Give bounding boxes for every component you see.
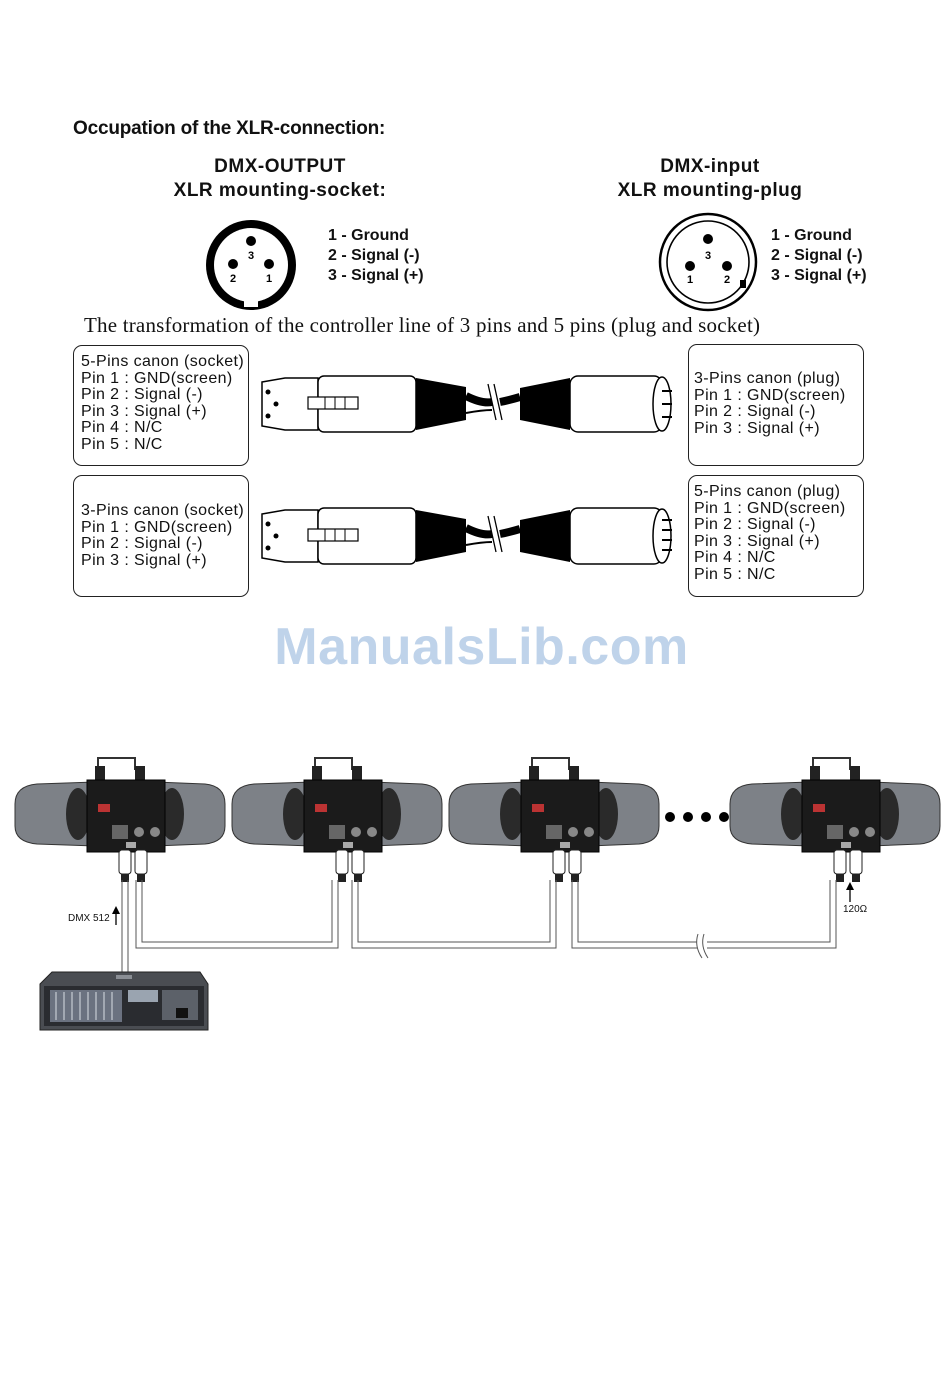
adapter-1-left-text: 5-Pins canon (socket) Pin 1 : GND(screen… [74,346,248,454]
adapter-2-left-line-3: Pin 3 : Signal (+) [81,551,207,569]
adapter-1-left-line-1: Pin 1 : GND(screen) [81,369,233,387]
socket-pin-3-label: 3 [248,250,254,262]
terminator-arrow-icon [846,882,854,902]
adapter-1-right-line-2: Pin 2 : Signal (-) [694,403,816,421]
adapter-1-left-box: 5-Pins canon (socket) Pin 1 : GND(screen… [73,345,249,466]
adapter-2-left-line-1: Pin 1 : GND(screen) [81,518,233,536]
adapter-2-right-line-5: Pin 5 : N/C [694,565,776,583]
adapter-2-right-line-4: Pin 4 : N/C [694,549,776,567]
continuation-dots-icon [665,812,729,822]
adapter-1-left-title: 5-Pins canon (socket) [81,353,245,370]
dmx-controller-icon [39,971,209,1031]
adapter-1-left-line-2: Pin 2 : Signal (-) [81,386,203,404]
adapter-2-right-line-1: Pin 1 : GND(screen) [694,499,846,517]
adapter-2-right-line-2: Pin 2 : Signal (-) [694,516,816,534]
dmx-output-title: DMX-OUTPUT XLR mounting-socket: [150,155,410,203]
output-pin-list: 1 - Ground 2 - Signal (-) 3 - Signal (+) [328,226,424,286]
dmx-output-title-line1: DMX-OUTPUT [214,156,346,177]
adapter-2-right-line-3: Pin 3 : Signal (+) [694,532,820,550]
watermark: ManualsLib.com [274,618,689,676]
adapter-2-right-title: 5-Pins canon (plug) [694,483,841,500]
adapter-1-left-line-4: Pin 4 : N/C [81,419,163,437]
light-fixture-icon [14,757,226,882]
input-pin-3: 3 - Signal (+) [771,267,867,284]
dmx-arrow-icon [112,906,120,925]
socket-pin-1-label: 1 [266,273,272,285]
adapter-1-left-line-3: Pin 3 : Signal (+) [81,402,207,420]
plug-pin-2-label: 2 [724,274,730,286]
light-fixture-icon [231,757,443,882]
input-pin-2: 2 - Signal (-) [771,247,863,264]
adapter-2-left-text: 3-Pins canon (socket) Pin 1 : GND(screen… [74,476,248,569]
input-pin-1: 1 - Ground [771,227,852,244]
dmx-input-title-line2: XLR mounting-plug [617,180,803,201]
xlr-socket-icon: 3 2 1 [206,220,296,310]
adapter-1-right-title: 3-Pins canon (plug) [694,370,841,387]
adapter-1-right-box: 3-Pins canon (plug) Pin 1 : GND(screen) … [688,344,864,466]
input-pin-list: 1 - Ground 2 - Signal (-) 3 - Signal (+) [771,226,867,286]
output-pin-1: 1 - Ground [328,227,409,244]
xlr-plug-icon: 3 1 2 [658,212,758,312]
adapter-cable-2-icon [261,507,672,565]
fixture-chain [14,757,941,882]
adapter-2-left-line-2: Pin 2 : Signal (-) [81,535,203,553]
dmx-input-title: DMX-input XLR mounting-plug [580,155,840,203]
cable-break-icon [696,933,709,959]
plug-pin-3-label: 3 [705,250,711,262]
light-fixture-icon [729,757,941,882]
transformation-title: The transformation of the controller lin… [84,313,761,337]
adapter-2-left-title: 3-Pins canon (socket) [81,502,245,519]
output-pin-2: 2 - Signal (-) [328,247,420,264]
plug-pin-1-label: 1 [687,274,693,286]
adapter-1-right-line-3: Pin 3 : Signal (+) [694,419,820,437]
section-heading: Occupation of the XLR-connection: [73,118,386,139]
dmx-512-label: DMX 512 [68,913,110,924]
adapter-1-right-line-1: Pin 1 : GND(screen) [694,386,846,404]
dmx-input-title-line1: DMX-input [660,156,760,177]
adapter-2-right-text: 5-Pins canon (plug) Pin 1 : GND(screen) … [689,476,863,584]
adapter-cable-1-icon [261,375,672,433]
terminator-label: 120Ω [843,904,868,915]
adapter-1-right-text: 3-Pins canon (plug) Pin 1 : GND(screen) … [689,345,863,437]
adapter-2-left-box: 3-Pins canon (socket) Pin 1 : GND(screen… [73,475,249,597]
output-pin-3: 3 - Signal (+) [328,267,424,284]
socket-pin-2-label: 2 [230,273,236,285]
adapter-2-right-box: 5-Pins canon (plug) Pin 1 : GND(screen) … [688,475,864,597]
dmx-output-title-line2: XLR mounting-socket: [173,180,387,201]
adapter-1-left-line-5: Pin 5 : N/C [81,435,163,453]
light-fixture-icon [448,757,660,882]
dmx-cable-icon [121,880,837,975]
